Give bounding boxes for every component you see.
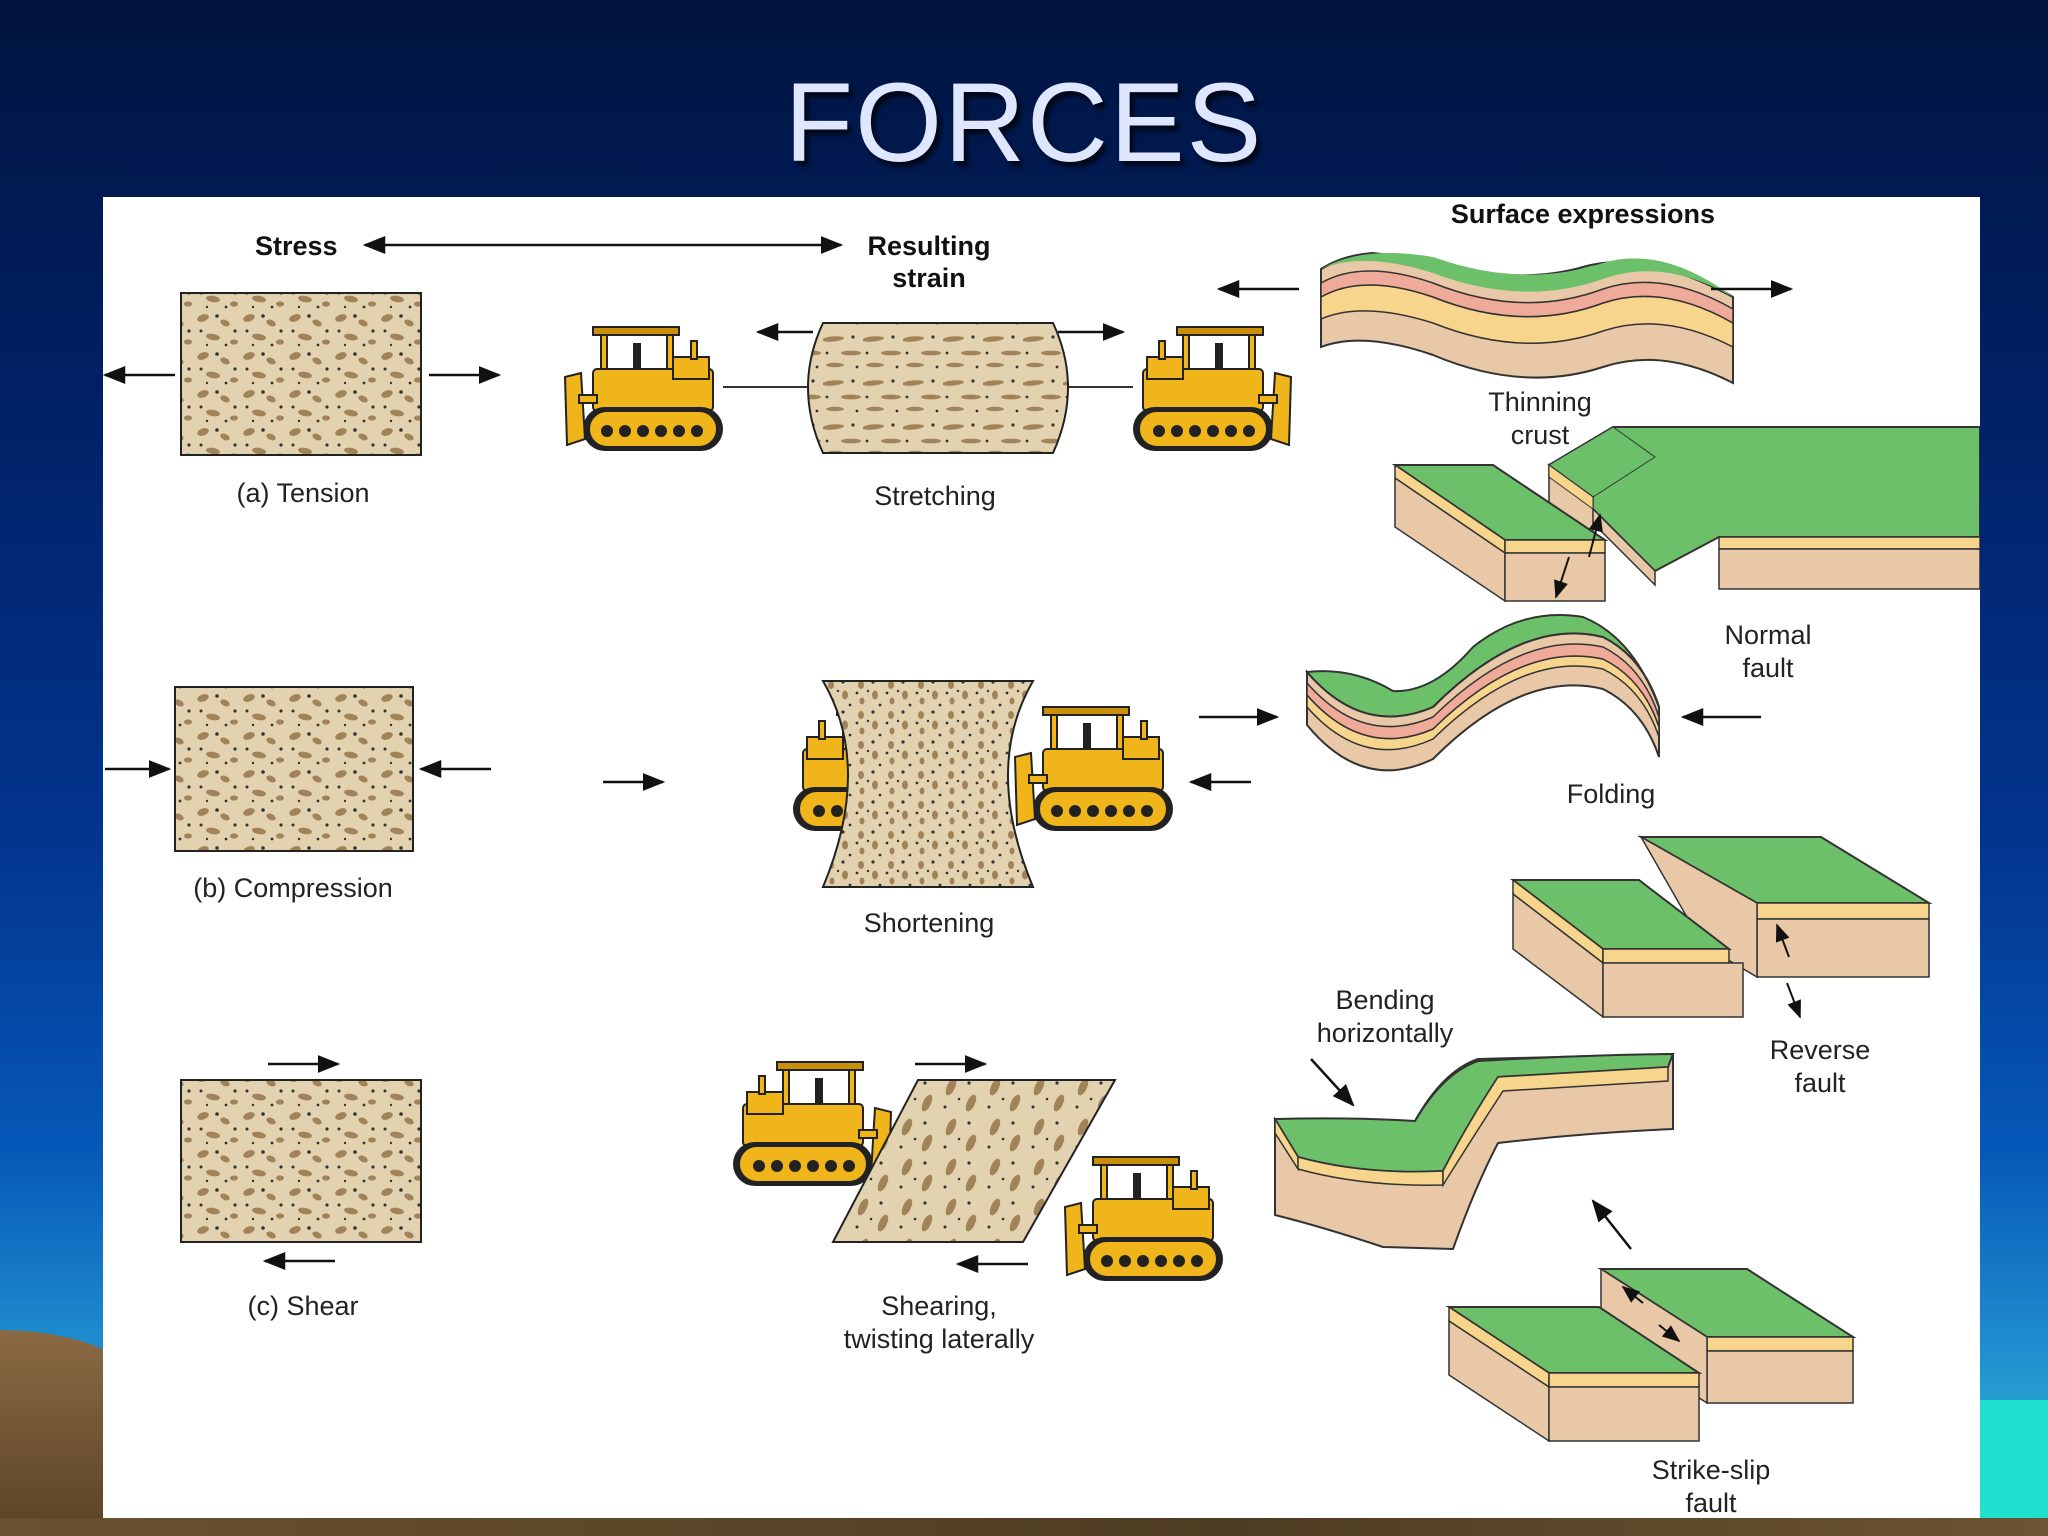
reverse-fault-label-line1: Reverse: [1770, 1035, 1871, 1065]
bending-horizontally-block: [1273, 1052, 1675, 1251]
strike-slip-fault-label-line1: Strike-slip: [1652, 1455, 1771, 1485]
folding-block: [1304, 614, 1660, 772]
shear-label: (c) Shear: [247, 1291, 358, 1321]
reverse-fault-label-line2: fault: [1794, 1068, 1846, 1098]
reverse-fault-block: [1510, 834, 1933, 1019]
shearing-label-line1: Shearing,: [881, 1291, 997, 1321]
stress-header: Stress: [255, 231, 338, 261]
thinning-crust-block: [1320, 251, 1734, 385]
forces-diagram: Stress Resulting strain Surface expressi…: [103, 197, 1980, 1518]
shear-bulldozer-top: [732, 1061, 892, 1187]
compression-rock-block: [174, 686, 414, 852]
decorative-ground-strip: [0, 1518, 2048, 1536]
folding-label: Folding: [1567, 779, 1656, 809]
normal-fault-label-line1: Normal: [1724, 620, 1811, 650]
normal-fault-arrow-up: [1588, 513, 1603, 558]
thinning-crust-label-line2: crust: [1511, 420, 1570, 450]
surface-expressions-header: Surface expressions: [1451, 199, 1715, 229]
shearing-rock-block: [831, 1079, 1117, 1243]
compression-label: (b) Compression: [193, 873, 393, 903]
diagram-canvas: Stress Resulting strain Surface expressi…: [103, 199, 1980, 1518]
bending-arrow-top: [1310, 1058, 1355, 1107]
shear-bulldozer-bottom: [1064, 1156, 1224, 1282]
resulting-strain-header-line2: strain: [892, 263, 966, 293]
shear-rock-block: [180, 1079, 422, 1243]
bending-arrow-bottom: [1591, 1199, 1632, 1250]
normal-fault-label-line2: fault: [1742, 653, 1794, 683]
strike-slip-arrow-bottom: [1658, 1324, 1681, 1343]
tension-label: (a) Tension: [236, 478, 369, 508]
normal-fault-arrow-down: [1554, 556, 1570, 599]
compression-bulldozer-right: [1014, 706, 1174, 832]
stretching-rock-block: [807, 322, 1069, 454]
bending-horizontally-label-line2: horizontally: [1317, 1018, 1454, 1048]
shortening-rock-block: [821, 680, 1035, 888]
strike-slip-arrow-top: [1621, 1285, 1644, 1304]
reverse-fault-arrow-down: [1786, 982, 1801, 1019]
reverse-fault-arrow-up: [1775, 923, 1790, 958]
tension-bulldozer-left: [564, 326, 724, 452]
bending-horizontally-label-line1: Bending: [1335, 985, 1434, 1015]
tension-bulldozer-right: [1132, 326, 1292, 452]
shearing-label-line2: twisting laterally: [844, 1324, 1035, 1354]
thinning-crust-label-line1: Thinning: [1488, 387, 1592, 417]
strike-slip-fault-label-line2: fault: [1685, 1488, 1737, 1518]
resulting-strain-header-line1: Resulting: [867, 231, 990, 261]
slide-title: FORCES: [784, 60, 1264, 185]
strike-slip-fault-block: [1445, 1267, 1857, 1443]
shortening-label: Shortening: [864, 908, 995, 938]
normal-fault-lower-block: [1391, 463, 1609, 603]
stretching-label: Stretching: [874, 481, 996, 511]
decorative-teal-block: [1968, 1400, 2048, 1536]
tension-rock-block: [180, 292, 422, 456]
